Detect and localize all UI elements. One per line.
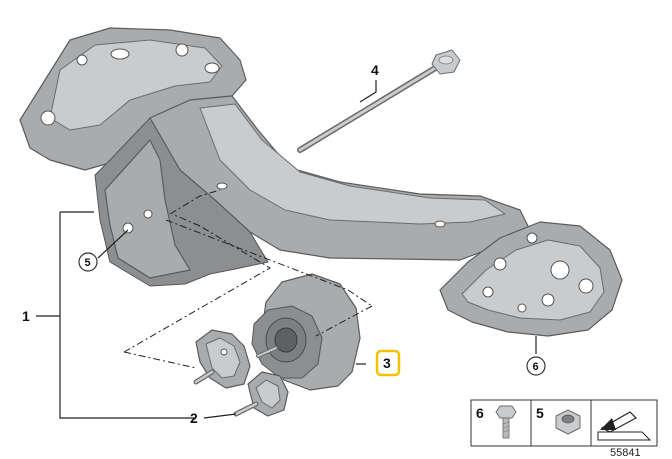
callout-5: 5	[85, 257, 91, 269]
view-direction-icon	[597, 411, 652, 441]
rubber-mount-part[interactable]	[251, 273, 361, 391]
subframe-part[interactable]	[19, 27, 623, 337]
callout-2: 2	[190, 410, 198, 426]
callout-5-circle	[78, 252, 98, 272]
assembly-lines	[123, 189, 373, 369]
bracket-part-upper[interactable]	[193, 329, 251, 389]
bolt-icon	[495, 405, 517, 439]
callout-6-circle	[526, 356, 546, 376]
legend-item-5-label: 5	[536, 405, 544, 421]
hardware-legend: 6 5	[470, 399, 658, 447]
long-bolt-part[interactable]	[297, 49, 461, 153]
callout-6: 6	[533, 361, 539, 373]
callout-3: 3	[383, 355, 391, 371]
bracket-part-lower[interactable]	[233, 371, 289, 417]
legend-item-6-label: 6	[476, 405, 484, 421]
callout-4: 4	[371, 62, 379, 78]
callout-3-highlight	[375, 349, 401, 377]
callout-1: 1	[22, 308, 30, 324]
nut-icon	[555, 409, 581, 435]
leader-lines	[36, 80, 537, 419]
diagram-number: 55841	[610, 447, 641, 459]
